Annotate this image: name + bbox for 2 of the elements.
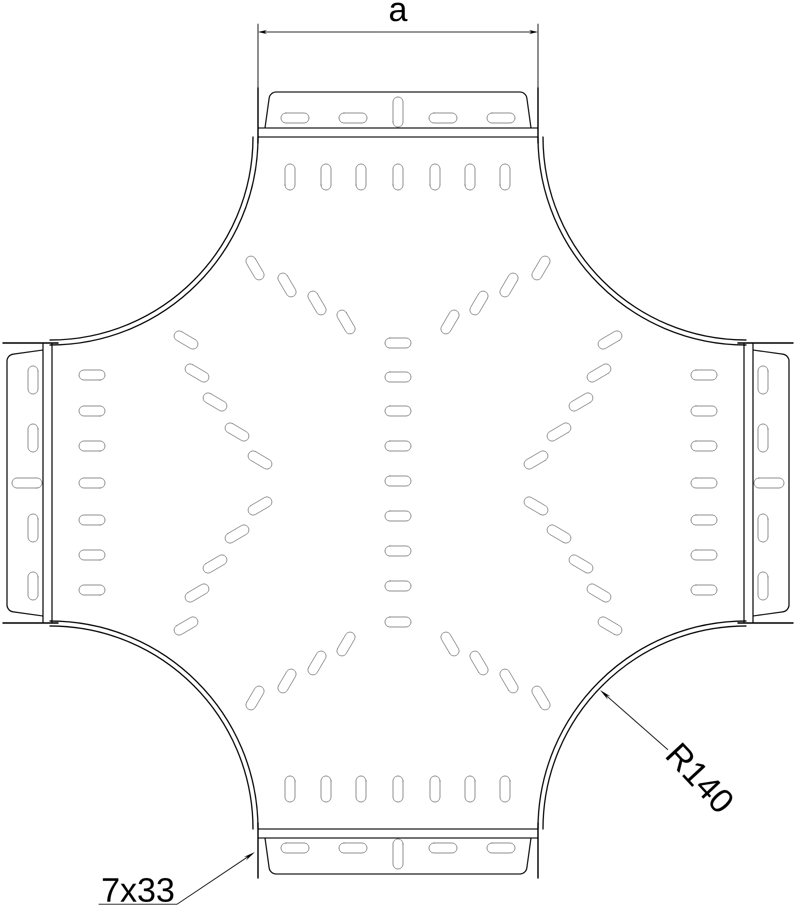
dimension-label: a [390,2,408,22]
callout-label: 7x33 [102,878,174,902]
